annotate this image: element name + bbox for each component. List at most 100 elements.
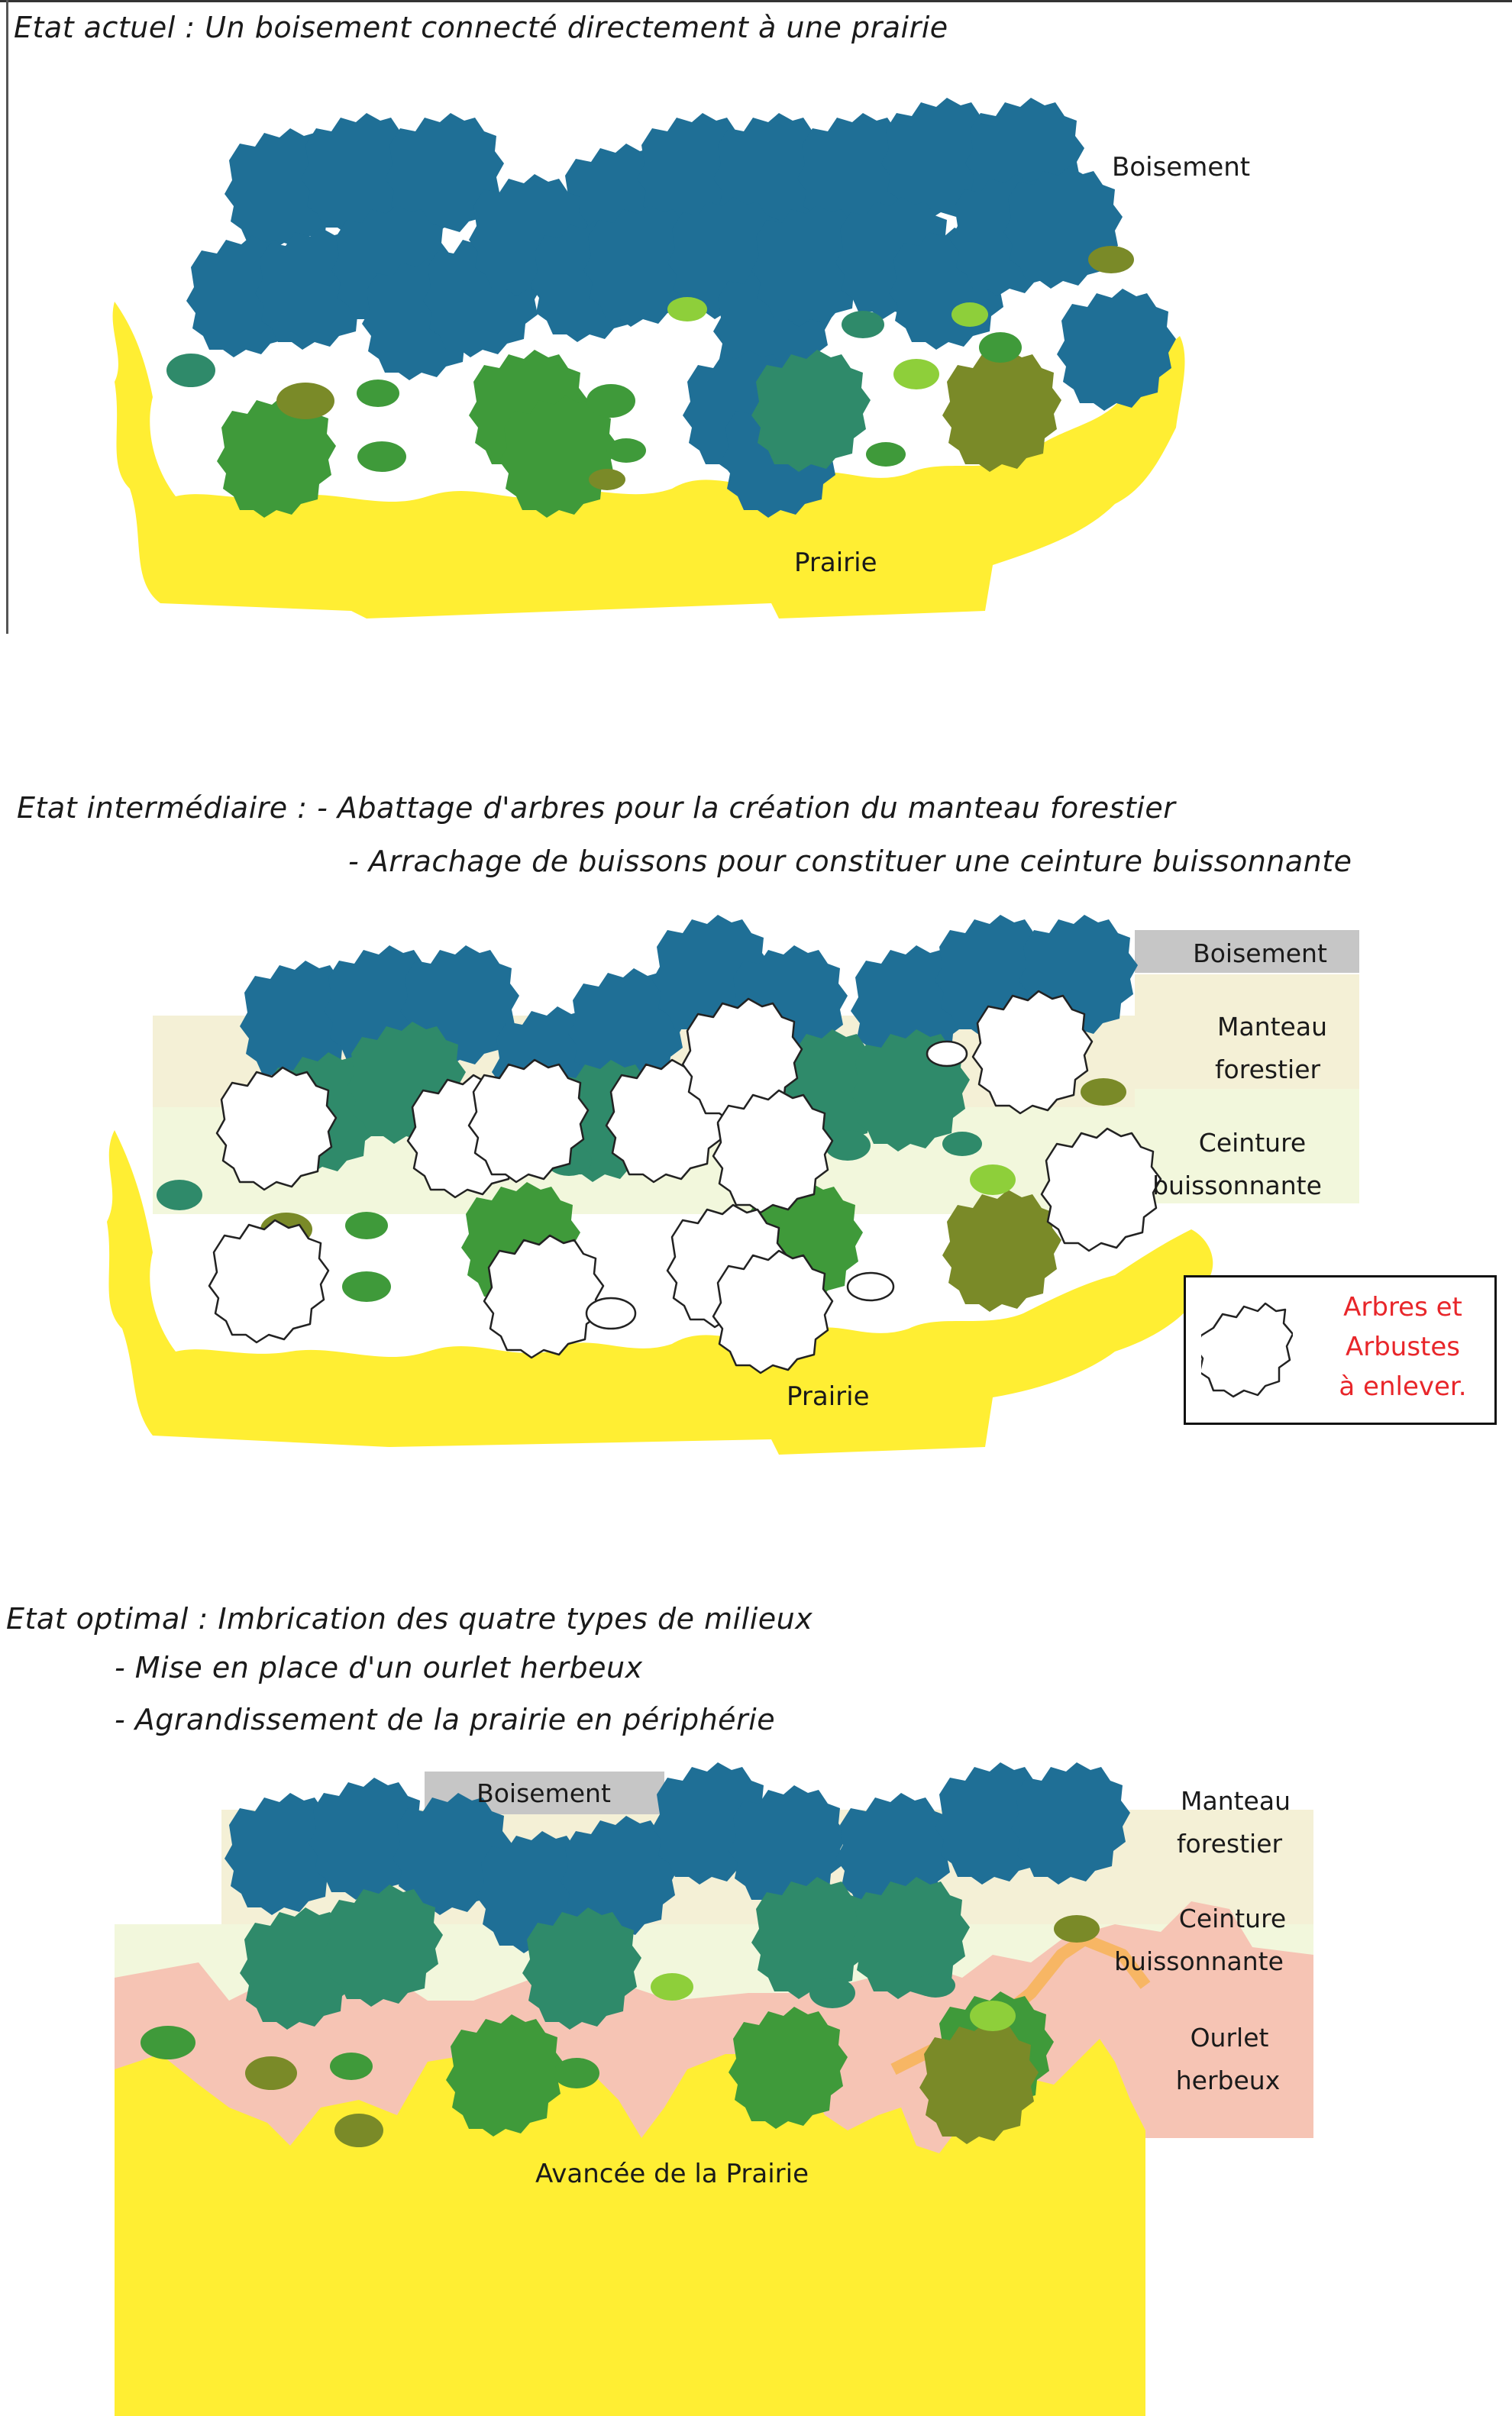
bush <box>245 2056 297 2090</box>
tree <box>309 1778 428 1900</box>
tree-outline <box>215 1066 338 1191</box>
tree <box>919 2022 1039 2144</box>
bush <box>651 1973 693 2001</box>
tree <box>751 1877 871 1999</box>
panel3-ourlet-label-2: herbeux <box>1176 2066 1280 2095</box>
panel2-ceinture-label-1: Ceinture <box>1199 1128 1306 1158</box>
bush <box>1054 1915 1100 1943</box>
tree <box>561 1816 680 1938</box>
tree <box>385 113 504 235</box>
tree-outline <box>712 1249 834 1374</box>
bush <box>842 311 884 338</box>
bush-outline <box>585 1297 637 1330</box>
bush <box>893 359 939 389</box>
panel2-heading-line1: Etat intermédiaire : - Abattage d'arbres… <box>17 791 1176 825</box>
panel3-manteau-label-2: forestier <box>1177 1829 1283 1859</box>
panel2-heading-line2: - Arrachage de buissons pour constituer … <box>348 845 1352 878</box>
panel3-heading-line3: - Agrandissement de la prairie en périph… <box>115 1703 776 1736</box>
tree <box>942 350 1061 472</box>
bush <box>916 1973 955 1998</box>
bush <box>606 438 646 463</box>
tree-outline <box>483 1234 605 1359</box>
bush <box>970 2001 1016 2031</box>
panel3-heading-line2: - Mise en place d'un ourlet herbeux <box>115 1651 643 1684</box>
bush <box>554 2058 599 2088</box>
panel1-diagram: Boisement Prairie <box>112 98 1250 619</box>
tree <box>568 968 687 1090</box>
bush <box>334 2114 383 2147</box>
tree <box>797 113 916 235</box>
page-border-top <box>0 0 1512 2</box>
legend-box: Arbres et Arbustes à enlever. <box>1184 1275 1497 1425</box>
tree <box>1057 289 1176 411</box>
tree-outline <box>1040 1127 1162 1252</box>
tree <box>1011 1762 1130 1885</box>
bush <box>157 1180 202 1210</box>
panel3-heading-line1: Etat optimal : Imbrication des quatre ty… <box>6 1602 813 1636</box>
panel3-manteau-label-1: Manteau <box>1181 1786 1291 1816</box>
tree <box>240 1907 359 2030</box>
tree <box>217 396 336 518</box>
panel2-prairie <box>107 1130 1213 1455</box>
bush <box>330 2053 373 2080</box>
panel2-ceinture-band <box>1135 1089 1359 1203</box>
tree <box>851 1877 970 1999</box>
tree <box>881 98 1000 220</box>
bush <box>141 2026 195 2059</box>
tree <box>499 396 619 518</box>
tree <box>942 1190 1061 1312</box>
panel3-ceinture-label-1: Ceinture <box>1179 1904 1286 1933</box>
bush-outline <box>926 1040 968 1067</box>
panel3-trees <box>141 1762 1130 2147</box>
panel2-removed-trees <box>208 990 1162 1374</box>
tree-outline-icon <box>1201 1302 1293 1398</box>
panel1-heading: Etat actuel : Un boisement connecté dire… <box>14 11 948 44</box>
panel2-prairie-label: Prairie <box>787 1381 870 1412</box>
panel3-ourlet-band <box>1145 2016 1313 2138</box>
legend-line-2: Arbustes <box>1345 1332 1461 1362</box>
page-border-left <box>6 0 8 634</box>
panel1-trees <box>166 98 1176 518</box>
bush <box>979 332 1022 363</box>
bush <box>825 1130 871 1161</box>
bush <box>357 441 406 472</box>
bush <box>667 297 707 321</box>
panel3-prairie-label: Avancée de la Prairie <box>535 2159 809 2189</box>
tree-outline <box>712 1089 834 1214</box>
bush <box>1081 1078 1126 1106</box>
panel2-boisement-label: Boisement <box>1193 938 1327 968</box>
legend-line-1: Arbres et <box>1343 1292 1462 1323</box>
bush <box>809 1978 855 2008</box>
tree <box>751 350 871 472</box>
panel2-manteau-label-2: forestier <box>1215 1055 1321 1084</box>
bush <box>1088 246 1134 273</box>
panel2-diagram: Boisement Manteau forestier Ceinture bui… <box>107 915 1359 1455</box>
panel2-boisement-band <box>1135 930 1359 973</box>
bush <box>345 1212 388 1239</box>
panel3-ourlet-label-1: Ourlet <box>1191 2023 1269 2053</box>
tree <box>324 1885 443 2007</box>
panel1-prairie-label: Prairie <box>794 547 877 578</box>
tree-outline <box>971 990 1094 1115</box>
tree <box>446 2014 565 2137</box>
panel2-manteau-label-1: Manteau <box>1217 1012 1327 1042</box>
tree-outline <box>208 1219 330 1344</box>
panel1-boisement-label: Boisement <box>1112 152 1250 182</box>
panel2-ceinture-label-2: buissonnante <box>1152 1171 1322 1200</box>
legend-line-3: à enlever. <box>1339 1371 1467 1402</box>
tree <box>301 113 420 235</box>
bush <box>970 1164 1016 1195</box>
tree <box>522 1907 641 2030</box>
panel1-prairie <box>112 302 1185 619</box>
panel2-manteau-band <box>1135 974 1359 1089</box>
bush <box>166 354 215 387</box>
tree <box>583 205 703 327</box>
bush-outline <box>846 1271 895 1302</box>
tree <box>240 961 359 1083</box>
tree <box>729 2007 848 2129</box>
panel3-ceinture-label-2: buissonnante <box>1114 1946 1284 1976</box>
tree <box>393 1793 512 1915</box>
bush <box>951 302 988 327</box>
bush <box>276 383 334 419</box>
tree-outline <box>467 1058 590 1184</box>
